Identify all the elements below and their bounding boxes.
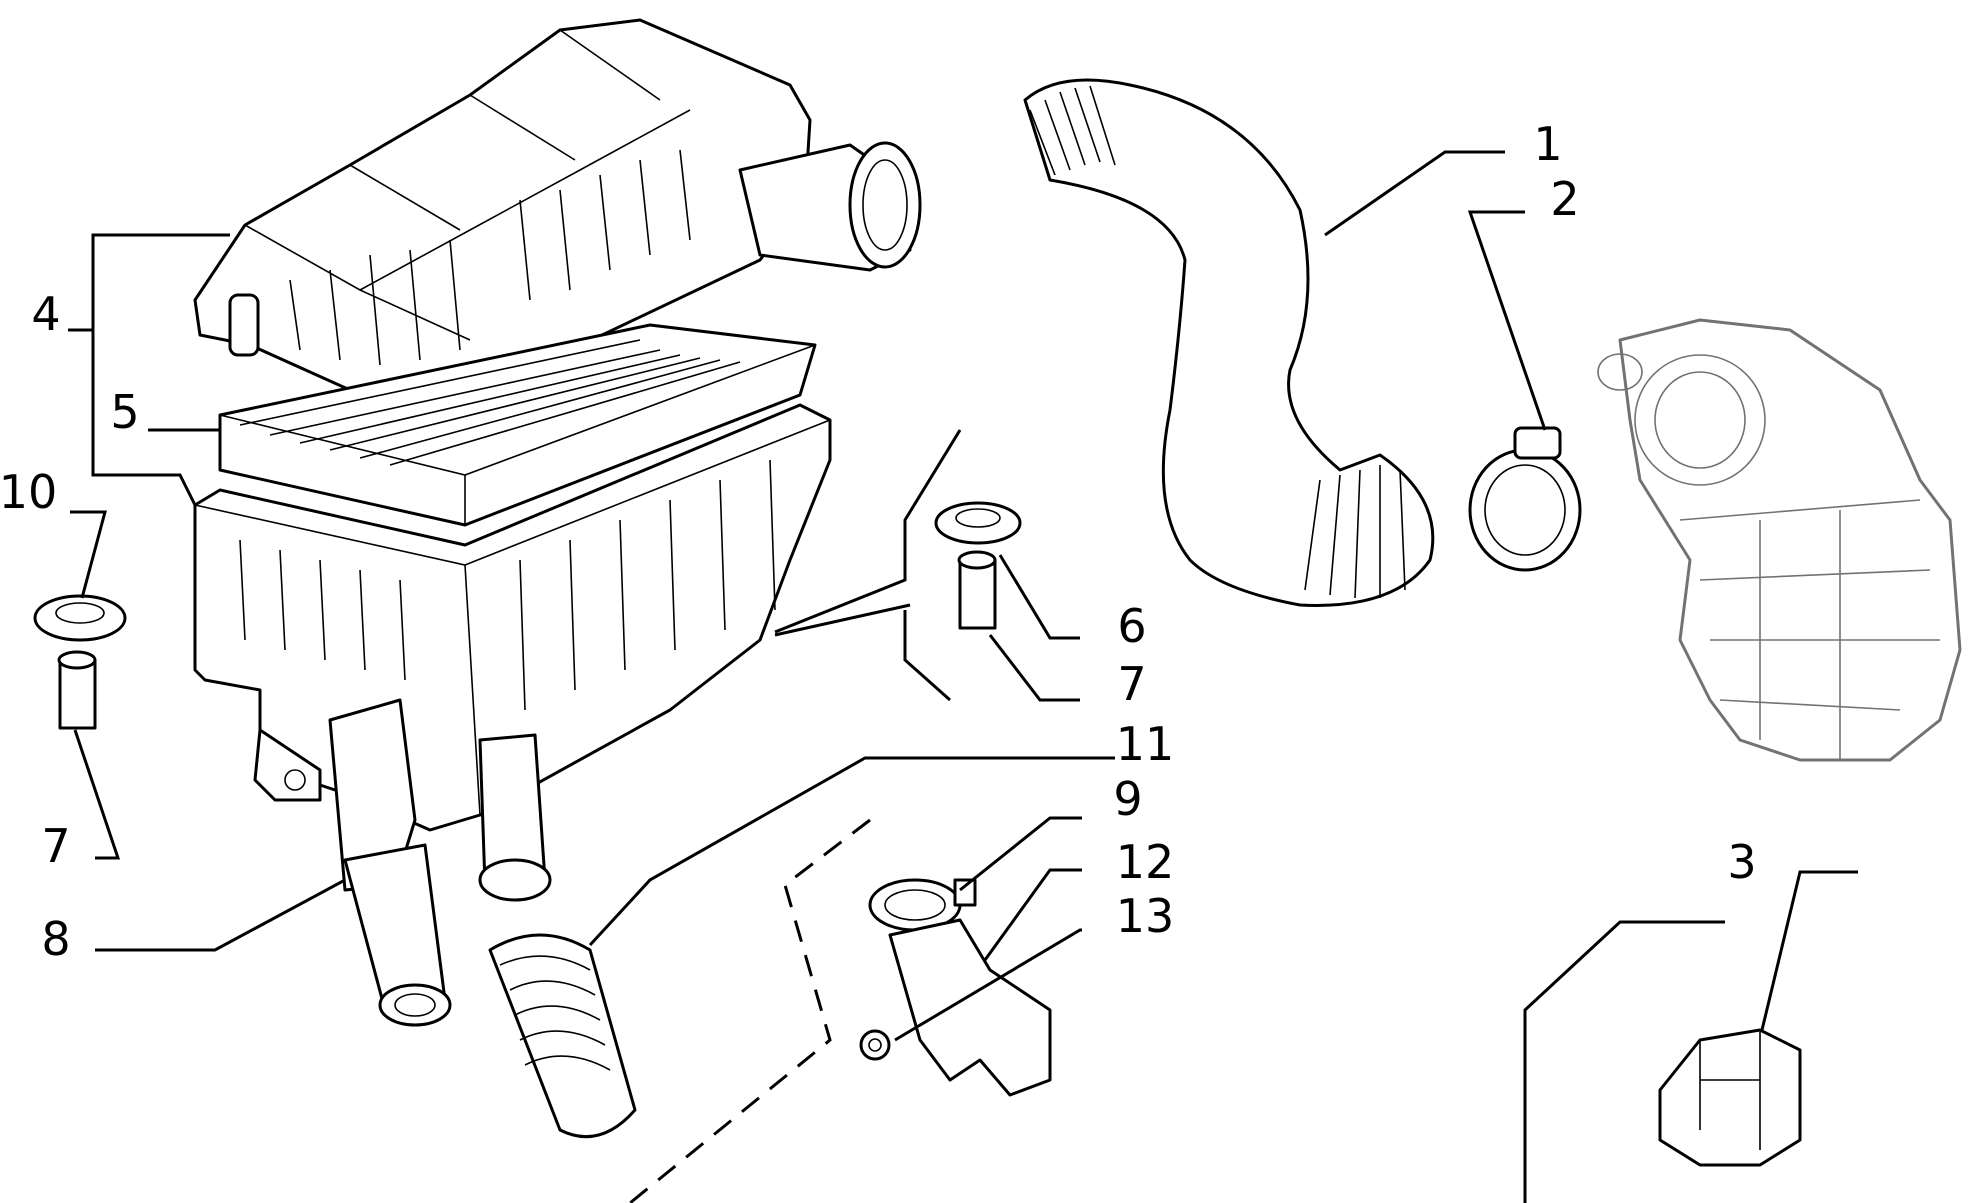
- callout-4: 4: [31, 287, 60, 341]
- carburettor-assembly: [1597, 318, 1962, 762]
- callout-3: 3: [1727, 835, 1756, 889]
- mounting-bracket-3: [1658, 1028, 1802, 1167]
- outlet-pipes: [328, 698, 552, 1027]
- callout-8: 8: [41, 912, 70, 966]
- callout-7-left: 7: [41, 819, 70, 873]
- hose-clamp-2: [1468, 426, 1582, 572]
- callout-13: 13: [1116, 889, 1175, 943]
- hose-1: [1023, 78, 1435, 607]
- assembly-dashed-outline: [629, 818, 871, 1203]
- callout-10: 10: [0, 465, 57, 519]
- callout-7-right: 7: [1117, 657, 1146, 711]
- callout-6: 6: [1117, 599, 1146, 653]
- callout-11: 11: [1116, 717, 1175, 771]
- callout-5: 5: [110, 385, 139, 439]
- intake-elbow: [859, 878, 1052, 1097]
- callout-12: 12: [1116, 835, 1175, 889]
- grommet-right: [934, 501, 1022, 630]
- leader-lines: [68, 150, 1858, 1203]
- callout-9: 9: [1113, 772, 1142, 826]
- hose-11: [488, 933, 637, 1139]
- grommet-left: [33, 594, 127, 730]
- callout-2: 2: [1550, 172, 1579, 226]
- filter-element: [218, 323, 817, 527]
- callout-1: 1: [1533, 117, 1562, 171]
